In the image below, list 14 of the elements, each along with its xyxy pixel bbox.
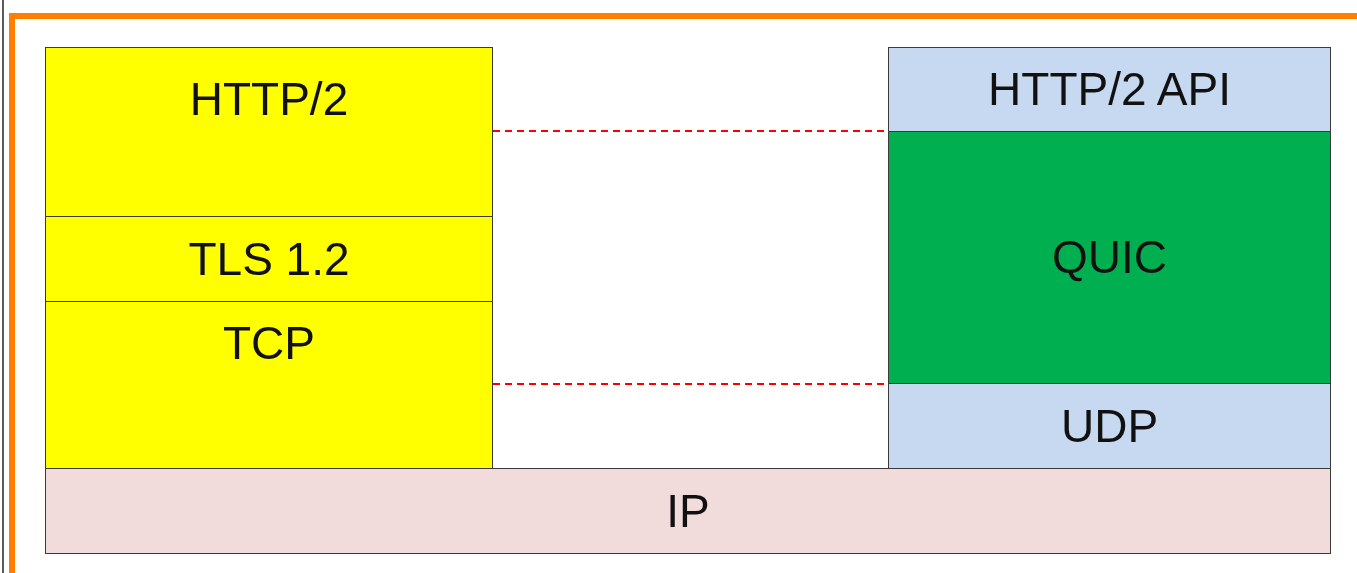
layer-box <box>45 301 493 469</box>
layer-box <box>888 383 1331 469</box>
layer-label: HTTP/2 API <box>988 64 1231 115</box>
layer-label: UDP <box>1060 400 1159 452</box>
layer-label: TCP <box>223 318 315 369</box>
layer-box <box>888 131 1331 384</box>
layer-label: QUIC <box>1052 232 1167 283</box>
layer-label: TLS 1.2 <box>188 233 350 285</box>
layer-box <box>888 47 1331 132</box>
layer-label: HTTP/2 <box>189 74 349 125</box>
layer-label: IP <box>666 485 710 537</box>
layer-box <box>45 216 493 302</box>
layer-box <box>45 468 1331 554</box>
layer-box <box>45 47 493 217</box>
